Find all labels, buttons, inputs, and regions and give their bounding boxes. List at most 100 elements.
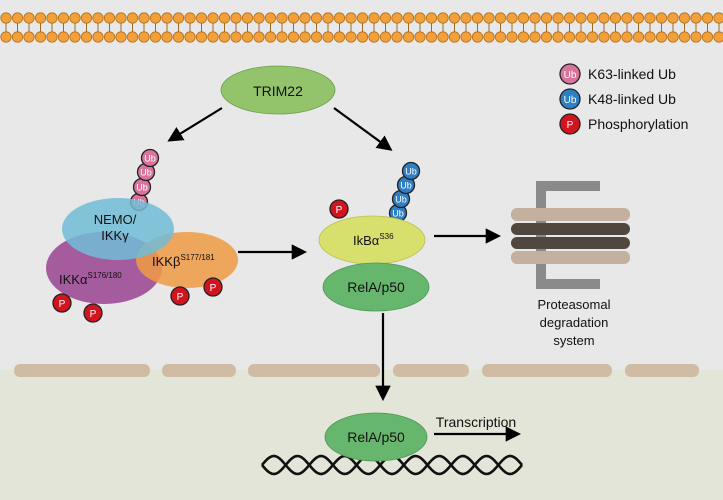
lipid-head (69, 31, 81, 43)
lipid-head (644, 31, 656, 43)
lipid-head (253, 31, 265, 43)
lipid-head (287, 31, 300, 43)
lipid-head (218, 12, 231, 24)
lipid-head (425, 31, 438, 43)
lipid-head (310, 12, 323, 24)
lipid-head (655, 31, 668, 43)
phospho-badge: P (83, 303, 103, 323)
lipid-head (690, 12, 702, 24)
proteasome-label: degradation (540, 315, 609, 330)
svg-text:Ub: Ub (392, 209, 404, 219)
lipid-head (678, 12, 691, 24)
lipid-head (161, 12, 173, 24)
lipid-head (345, 12, 357, 24)
ub-badge: Ub (132, 177, 152, 197)
lipid-head (299, 31, 311, 43)
lipid-head (391, 12, 403, 24)
svg-text:P: P (90, 309, 97, 320)
ikba-label-base: IkBα (353, 233, 380, 248)
ikkb-label-sup: S177/181 (180, 253, 215, 262)
rela-nucleus-label: RelA/p50 (347, 429, 405, 445)
lipid-head (126, 31, 139, 43)
lipid-head (586, 12, 599, 24)
legend: Ub K63-linked Ub Ub K48-linked Ub P Phos… (559, 63, 688, 135)
lipid-head (345, 31, 357, 43)
phospho-badge: P (170, 286, 190, 306)
rela-cytoplasm-shape (322, 262, 430, 312)
svg-text:Ub: Ub (140, 168, 152, 178)
rela-nucleus-shape (324, 412, 428, 462)
ikkb-label: IKKβS177/181 (152, 253, 215, 269)
ub-badge: Ub (401, 161, 421, 181)
rela-cytoplasm-node: RelA/p50 (322, 262, 430, 312)
transcription-label: Transcription (436, 414, 516, 430)
lipid-head (494, 12, 507, 24)
legend-label: K63-linked Ub (588, 66, 676, 82)
lipid-head (471, 12, 484, 24)
lipid-head (195, 12, 208, 24)
lipid-head (80, 12, 93, 24)
nemo-label: IKKγ (101, 228, 129, 243)
lipid-head (563, 12, 576, 24)
lipid-head (368, 12, 380, 24)
lipid-head (414, 12, 426, 24)
ikba-node: IkBαS36 P (318, 199, 426, 265)
legend-item-k48: Ub K48-linked Ub (559, 88, 676, 110)
nuclear-envelope (14, 364, 699, 377)
nuclear-envelope-segment (393, 364, 469, 377)
svg-text:Ub: Ub (395, 195, 407, 205)
lipid-head (184, 31, 196, 43)
lipid-head (276, 12, 288, 24)
lipid-head (172, 31, 185, 43)
lipid-head (425, 12, 438, 24)
lipid-head (540, 12, 553, 24)
lipid-head (483, 31, 495, 43)
proteasome-label: Proteasomal (538, 297, 611, 312)
proteasome-ring-dark (511, 237, 630, 249)
lipid-head (241, 12, 254, 24)
lipid-head (379, 12, 392, 24)
lipid-head (517, 12, 530, 24)
lipid-head (218, 31, 231, 43)
lipid-head (310, 31, 323, 43)
nuclear-envelope-segment (625, 364, 699, 377)
ub-badge: Ub (140, 148, 160, 168)
trim22-node: TRIM22 (220, 65, 336, 115)
lipid-head (322, 12, 334, 24)
lipid-head (0, 31, 12, 43)
lipid-head (333, 12, 346, 24)
rela-nucleus-node: RelA/p50 (324, 412, 428, 462)
lipid-head (241, 31, 254, 43)
lipid-head (471, 31, 484, 43)
phospho-icon (559, 113, 581, 135)
lipid-head (460, 31, 472, 43)
lipid-head (184, 12, 196, 24)
lipid-head (621, 12, 633, 24)
lipid-head (356, 31, 369, 43)
lipid-head (207, 31, 219, 43)
phospho-badge: P (329, 199, 349, 219)
trim22-shape (220, 65, 336, 115)
k48-ub-icon (559, 88, 581, 110)
ikba-label-sup: S36 (379, 232, 394, 241)
lipid-head (644, 12, 656, 24)
lipid-head (34, 31, 47, 43)
lipid-head (230, 31, 242, 43)
legend-item-phosphorylation: P Phosphorylation (559, 113, 688, 135)
lipid-head (46, 12, 58, 24)
lipid-head (402, 12, 415, 24)
cytoplasm-region (0, 0, 723, 370)
proteasome-ring-light (511, 208, 630, 221)
lipid-head (701, 12, 714, 24)
nuclear-envelope-segment (482, 364, 612, 377)
k63-ub-icon (559, 63, 581, 85)
ikka-label-sup: S176/180 (87, 271, 122, 280)
svg-text:Ub: Ub (564, 70, 577, 81)
lipid-head (448, 12, 461, 24)
svg-text:P: P (210, 283, 217, 294)
lipid-head (46, 31, 58, 43)
ikba-label: IkBαS36 (353, 232, 394, 248)
